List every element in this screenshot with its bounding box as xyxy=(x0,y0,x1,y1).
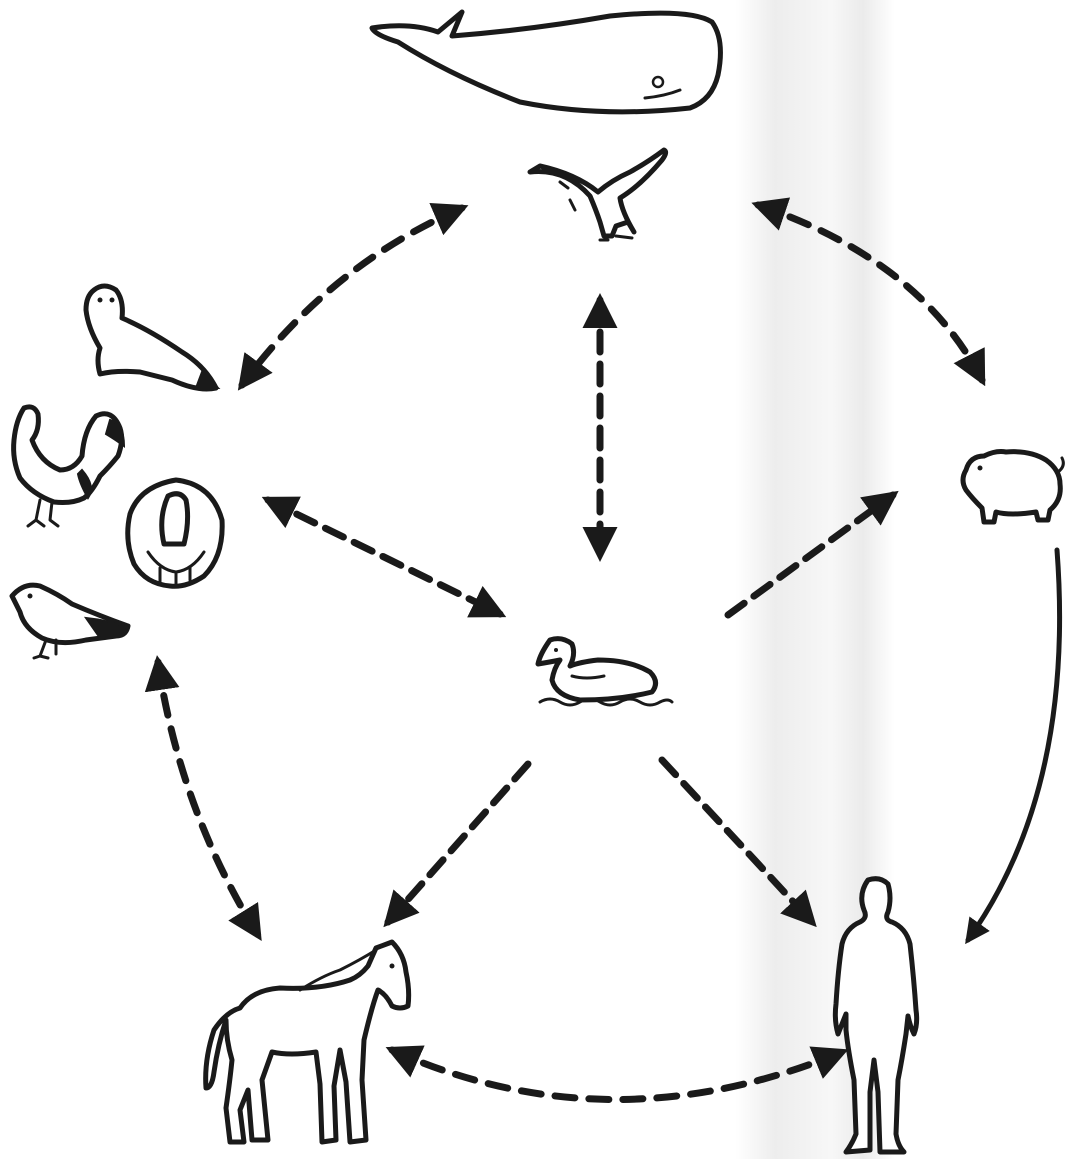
arrow-poultry-horse xyxy=(158,662,258,935)
gull-icon xyxy=(530,150,666,240)
turkey-icon xyxy=(128,480,222,586)
seal-icon xyxy=(86,286,218,389)
arrow-pig-human xyxy=(968,550,1060,940)
arrow-gull-pig xyxy=(758,205,982,380)
pig-icon xyxy=(963,452,1063,523)
arrow-duck-horse xyxy=(388,764,528,922)
duck-icon xyxy=(538,639,672,705)
whale-icon xyxy=(372,12,720,112)
arrow-gull-seal xyxy=(242,208,462,385)
arrow-poultry-duck xyxy=(268,500,500,614)
arrows xyxy=(158,205,1060,1100)
horse-icon xyxy=(206,942,409,1142)
sparrow-icon xyxy=(12,585,128,658)
arrow-horse-human xyxy=(392,1050,842,1100)
rooster-icon xyxy=(14,407,124,526)
arrow-duck-human xyxy=(662,760,812,922)
arrow-duck-pig xyxy=(728,495,893,615)
human-icon xyxy=(835,879,916,1152)
